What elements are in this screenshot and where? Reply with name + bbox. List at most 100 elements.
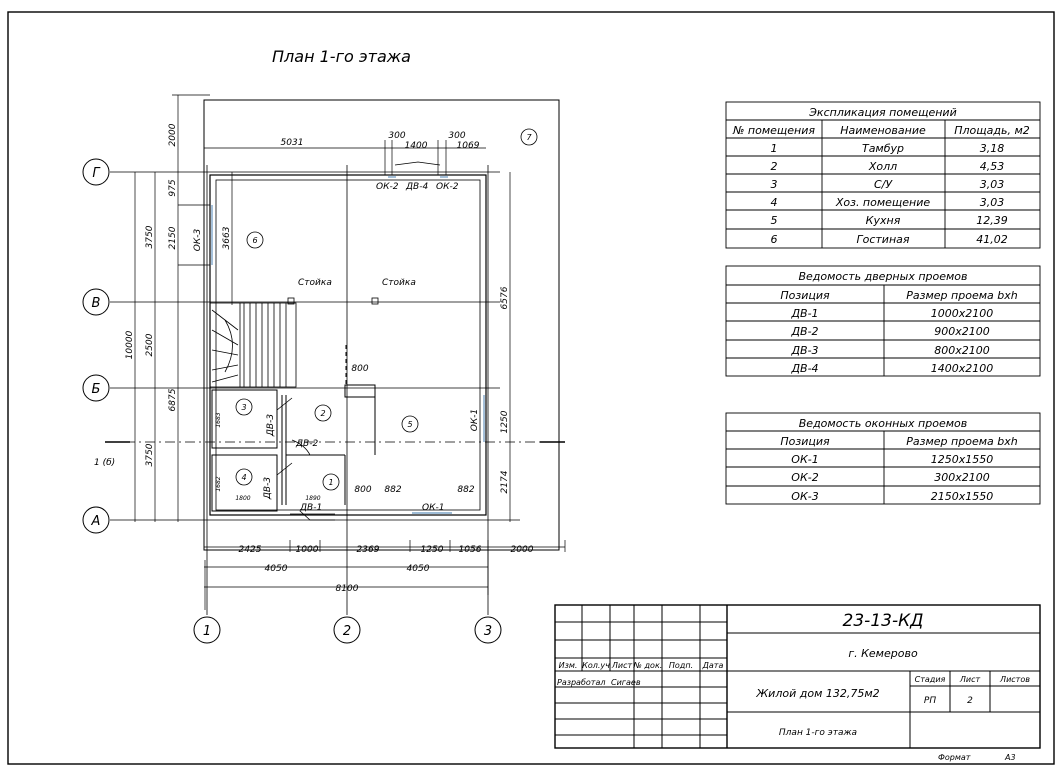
label-section: 1 (б) (94, 458, 115, 468)
doors-row-size: 1400х2100 (931, 362, 994, 375)
dim-10000: 10000 (125, 330, 135, 359)
windows-header-position: Позиция (780, 435, 830, 448)
rooms-row-name: Хоз. помещение (835, 196, 931, 209)
col-list: Лист (611, 661, 633, 670)
dim-3750b: 3750 (145, 443, 155, 466)
dim-882b: 882 (457, 485, 474, 495)
col-data: Дата (702, 661, 724, 670)
col-izm: Изм. (559, 661, 578, 670)
dim-6875: 6875 (168, 388, 178, 411)
dim-1400: 1400 (405, 141, 428, 151)
windows-row-size: 2150х1550 (931, 490, 994, 503)
axis-label-b: Б (92, 382, 101, 397)
room-number-2: 2 (320, 409, 325, 418)
label-ok2-a: ОК-2 (376, 182, 399, 192)
room-number-3: 3 (241, 403, 246, 412)
dim-3750a: 3750 (145, 225, 155, 248)
partitions (211, 345, 376, 512)
sheet-value: 2 (967, 696, 973, 706)
city: г. Кемерово (848, 647, 918, 660)
doors-row-position: ДВ-1 (790, 307, 818, 320)
dim-300b: 300 (448, 131, 465, 141)
windows-row-size: 300х2100 (934, 471, 990, 484)
doors-header-position: Позиция (780, 289, 830, 302)
format-value: А3 (1004, 753, 1016, 762)
dim-300a: 300 (388, 131, 405, 141)
rooms-row-number: 1 (771, 142, 778, 155)
rooms-row-area: 3,03 (980, 178, 1005, 191)
rooms-row-name: Холл (868, 160, 897, 173)
windows-row-position: ОК-1 (791, 453, 818, 466)
axis-label-v: В (92, 296, 101, 311)
dim-2174: 2174 (500, 470, 510, 493)
label-stoyka-b: Стойка (382, 278, 416, 288)
doors-row-size: 900х2100 (934, 325, 990, 338)
site-contour (203, 99, 560, 551)
doors-row-position: ДВ-2 (790, 325, 818, 338)
dim-2000-top: 2000 (168, 123, 178, 146)
drawing-title: План 1-го этажа (272, 47, 411, 66)
label-dv4: ДВ-4 (405, 182, 428, 192)
sheets-label: Листов (999, 675, 1030, 684)
room-number-6: 6 (252, 236, 257, 245)
columns (287, 297, 379, 305)
rooms-table-title: Экспликация помещений (808, 106, 957, 119)
label-dv3-b: ДВ-3 (263, 477, 273, 500)
col-kol-uch: Кол.уч (582, 661, 610, 670)
dim-4050b: 4050 (407, 564, 430, 574)
dim-800a: 800 (351, 364, 368, 374)
room-markers (235, 128, 538, 491)
rooms-row-name: Кухня (866, 214, 901, 227)
label-dv2: ДВ-2 (295, 439, 318, 449)
dim-6576: 6576 (500, 286, 510, 309)
dim-882a: 882 (384, 485, 401, 495)
dim-1069: 1069 (457, 141, 480, 151)
dim-1056: 1056 (459, 545, 482, 555)
axis-label-g: Г (92, 166, 101, 181)
doors (276, 161, 441, 521)
windows-row-size: 1250х1550 (931, 453, 994, 466)
tables-grid (725, 101, 1041, 505)
axis-label-1: 1 (203, 624, 211, 639)
rooms-row-area: 3,03 (980, 196, 1005, 209)
rooms-row-number: 2 (771, 160, 778, 173)
dim-3663: 3663 (222, 226, 232, 249)
dim-8100: 8100 (336, 584, 359, 594)
label-ok1-bottom: ОК-1 (422, 503, 444, 513)
col-podp: Подп. (669, 661, 693, 670)
windows-table-title: Ведомость оконных проемов (799, 417, 967, 430)
room-number-5: 5 (407, 420, 412, 429)
dim-1000: 1000 (296, 545, 319, 555)
dim-2369: 2369 (357, 545, 380, 555)
staircase (209, 302, 297, 388)
stage-label: Стадия (915, 675, 946, 684)
dim-1250-right: 1250 (500, 410, 510, 433)
doors-row-position: ДВ-4 (790, 362, 818, 375)
doors-row-size: 1000х2100 (931, 307, 994, 320)
rooms-row-name: Гостиная (856, 233, 909, 246)
dim-975: 975 (168, 179, 178, 196)
room-number-1: 1 (328, 478, 333, 487)
rooms-row-area: 12,39 (976, 214, 1008, 227)
outer-frame (7, 11, 1055, 765)
axis-lines (110, 165, 500, 615)
label-dv3-a: ДВ-3 (266, 414, 276, 437)
rooms-row-number: 3 (771, 178, 778, 191)
stage-value: РП (924, 696, 936, 706)
dimension-lines (105, 94, 566, 610)
windows-row-position: ОК-3 (791, 490, 818, 503)
title-block-grid (554, 604, 1041, 749)
label-dv1: ДВ-1 (299, 503, 322, 513)
rooms-header-area: Площадь, м2 (954, 124, 1030, 137)
label-stoyka-a: Стойка (298, 278, 332, 288)
rooms-header-number: № помещения (732, 124, 815, 137)
sheet-label: Лист (959, 675, 981, 684)
rooms-row-name: Тамбур (862, 142, 904, 155)
rooms-row-name: С/У (874, 178, 893, 191)
dim-2500: 2500 (145, 333, 155, 356)
outer-walls (209, 174, 487, 516)
format-label: Формат (938, 753, 971, 762)
dim-2425: 2425 (239, 545, 262, 555)
axis-label-2: 2 (343, 624, 351, 639)
